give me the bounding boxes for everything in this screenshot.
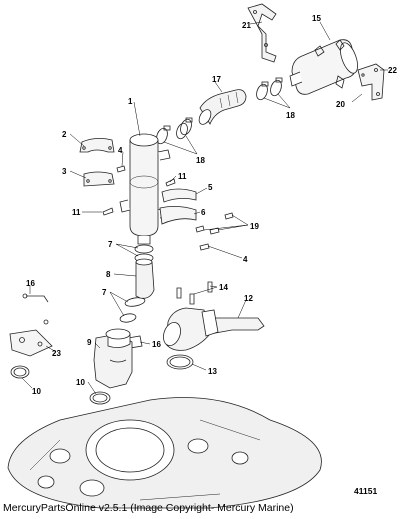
copyright-footer: MercuryPartsOnline v2.5.1 (Image Copyrig… [3,502,294,514]
callout-12: 12 [244,294,253,303]
callout-3: 3 [62,167,67,176]
part-1-exchanger-body [119,133,171,245]
callout-1: 1 [128,97,133,106]
callout-4b: 4 [243,255,248,264]
callout-11b: 11 [178,172,187,181]
part-5-6-brackets [159,188,197,225]
callout-labels: 1 2 3 4 4 5 6 7 7 8 9 10 10 11 11 12 13 … [26,14,397,396]
bolts [102,165,234,251]
callout-23: 23 [52,349,61,358]
callout-4: 4 [118,146,123,155]
part-2-3-brackets [79,138,115,187]
callout-17: 17 [212,75,221,84]
callout-2: 2 [62,130,67,139]
callout-7: 7 [108,240,113,249]
part-15-cooler [289,39,358,95]
part-14-bolts [176,281,213,305]
callout-16b: 16 [152,340,161,349]
callout-13: 13 [208,367,217,376]
callout-21: 21 [242,21,251,30]
callout-18b: 18 [286,111,295,120]
part-8-tube [135,258,155,299]
callout-14: 14 [219,283,228,292]
callout-18: 18 [196,156,205,165]
callout-10b: 10 [76,378,85,387]
part-20-22-bracket [357,63,385,101]
callout-15: 15 [312,14,321,23]
part-13-oring [166,354,194,370]
callout-20: 20 [336,100,345,109]
cylinder-head-base [7,397,322,509]
leader-lines [21,21,388,395]
part-23-plate [9,319,53,357]
callout-7b: 7 [102,288,107,297]
part-21-bracket [247,3,277,63]
part-12-elbow [163,307,265,351]
figure-number: 41151 [354,486,378,496]
callout-11: 11 [72,208,81,217]
callout-16: 16 [26,279,35,288]
callout-22: 22 [388,66,397,75]
callout-6: 6 [201,208,206,217]
callout-5: 5 [208,183,213,192]
callout-10: 10 [32,387,41,396]
callout-8: 8 [106,270,111,279]
part-9-housing [93,328,133,389]
part-10-orings [10,365,111,405]
callout-9: 9 [87,338,92,347]
part-17-hose [198,89,247,125]
part-18-clamps [156,77,283,145]
callout-19: 19 [250,222,259,231]
